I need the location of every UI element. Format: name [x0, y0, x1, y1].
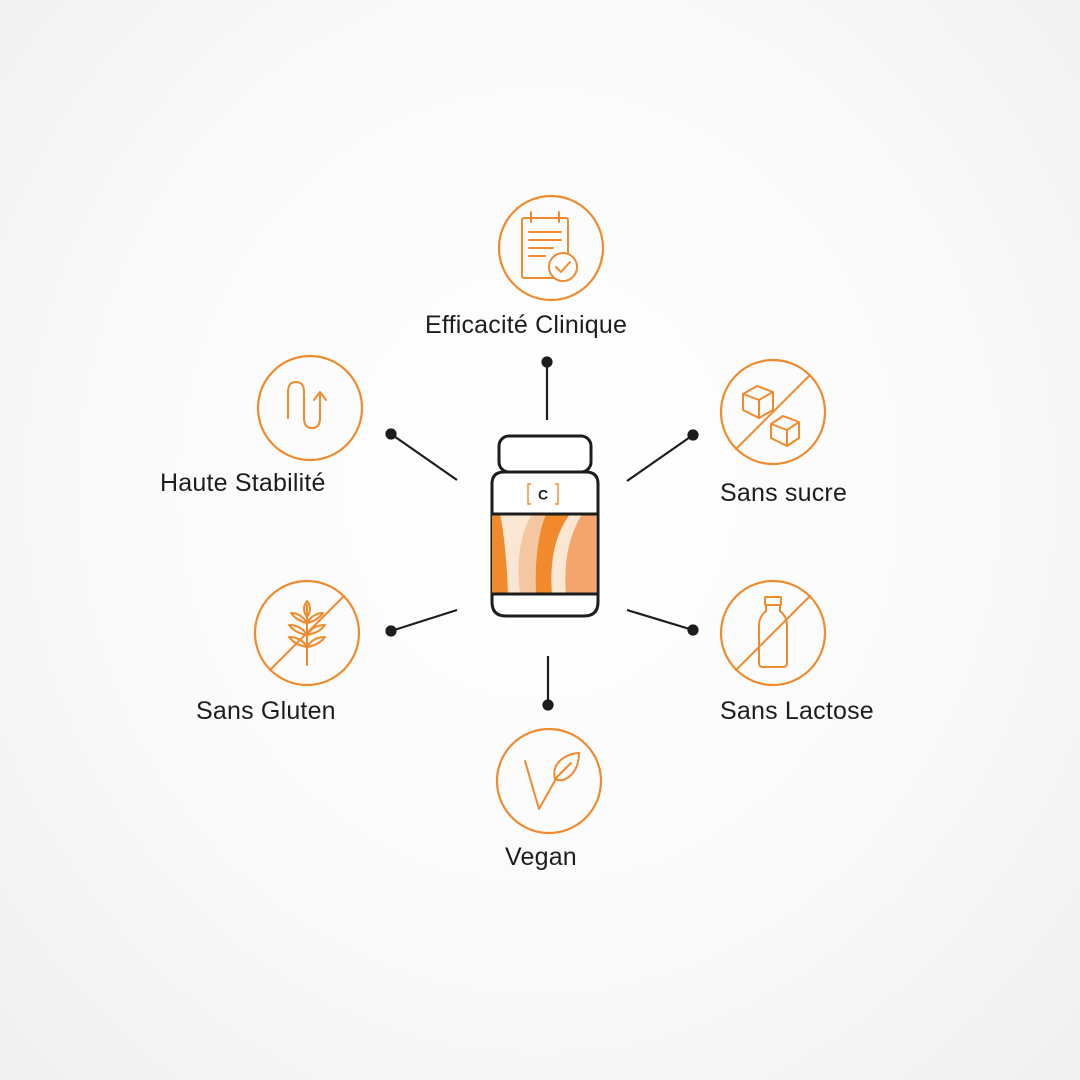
feature-label: Efficacité Clinique — [425, 311, 628, 339]
brand-logo-icon: C — [527, 483, 559, 505]
connector-stability — [390, 433, 458, 481]
connector-dot-gluten — [385, 625, 397, 637]
leaf-v-icon — [495, 727, 603, 835]
connector-sugar — [626, 434, 694, 482]
feature-label: Sans sucre — [720, 479, 848, 507]
feature-label: Sans Gluten — [196, 697, 336, 725]
clipboard-check-icon — [497, 194, 605, 302]
connector-dot-vegan — [542, 699, 554, 711]
connector-dot-sugar — [687, 429, 699, 441]
connector-dot-lactose — [687, 624, 699, 636]
svg-text:C: C — [538, 487, 548, 503]
no-sugar-cubes-icon — [719, 358, 827, 466]
connector-lactose — [626, 608, 694, 632]
no-wheat-icon — [253, 579, 361, 687]
feature-label: Sans Lactose — [720, 697, 874, 725]
feature-label: Vegan — [505, 843, 577, 871]
connector-dot-clinical — [541, 356, 553, 368]
feature-label: Haute Stabilité — [160, 469, 326, 497]
no-milk-bottle-icon — [719, 579, 827, 687]
supplement-jar-illustration: C — [486, 432, 606, 622]
u-turn-arrow-icon — [256, 354, 364, 462]
connector-gluten — [390, 608, 458, 633]
connector-dot-stability — [385, 428, 397, 440]
